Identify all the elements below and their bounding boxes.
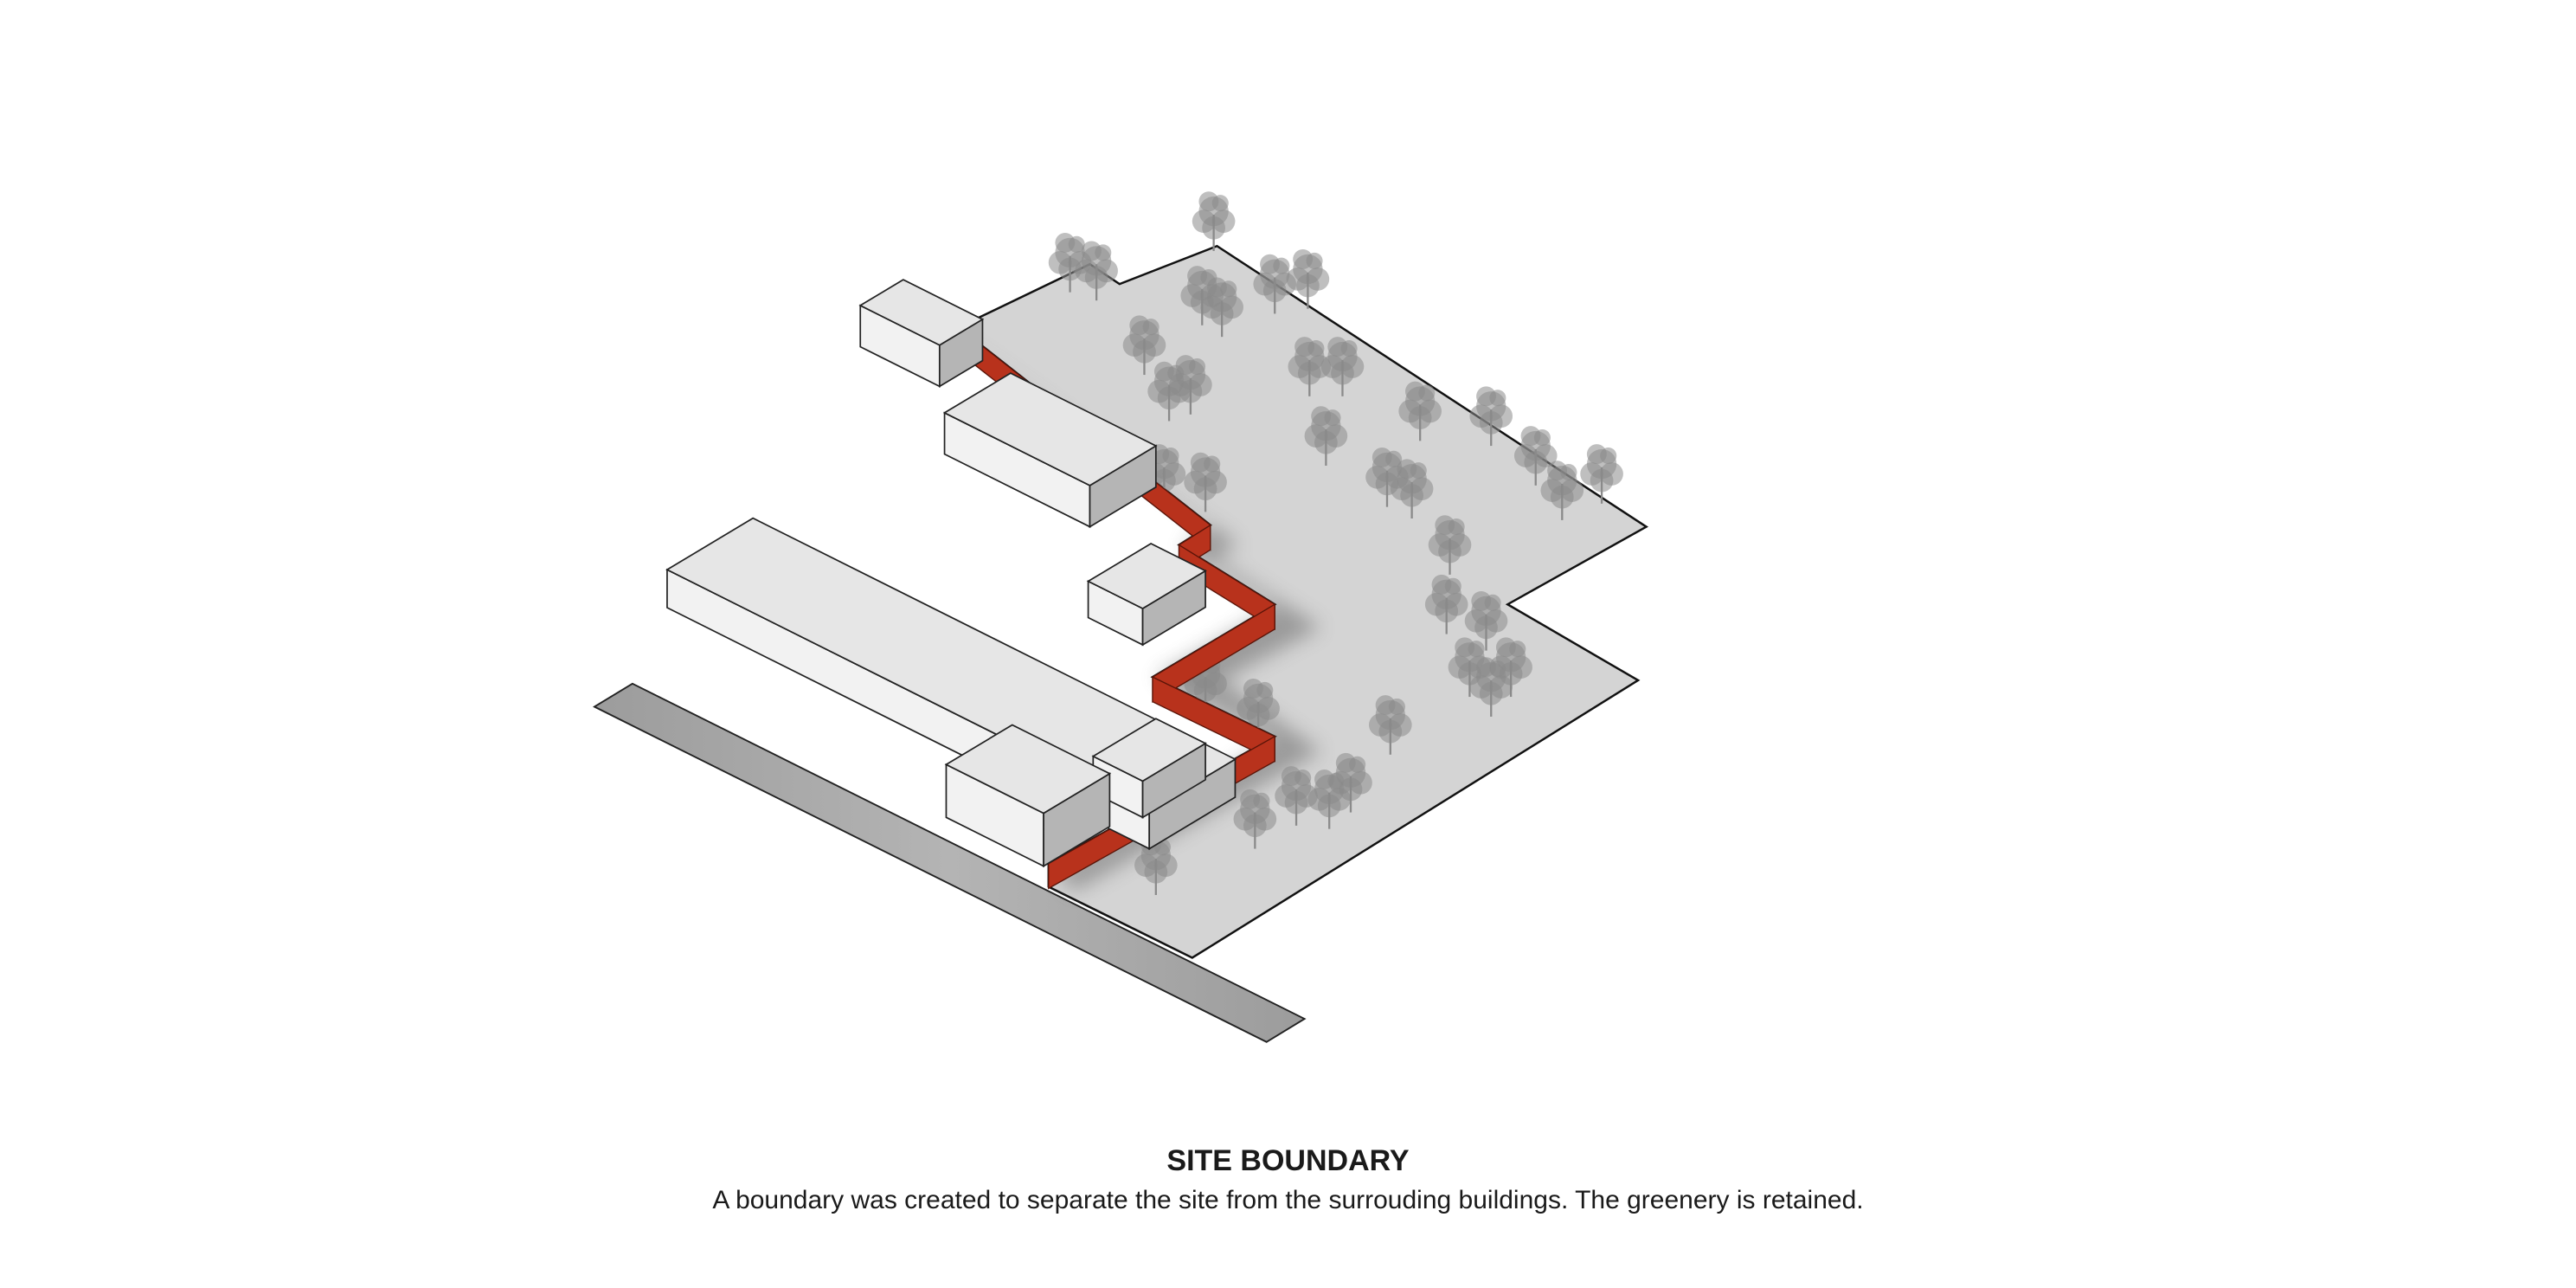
tree-icon <box>1390 459 1434 519</box>
tree-icon <box>1329 752 1372 813</box>
tree-icon <box>1464 590 1508 651</box>
building-roof <box>1091 718 1207 782</box>
tree-icon <box>1469 657 1513 717</box>
tree-icon <box>1192 191 1236 251</box>
building-roof <box>944 724 1112 815</box>
building-roof <box>1086 543 1207 609</box>
tree-icon <box>1304 406 1348 466</box>
tree-icon <box>1369 695 1412 755</box>
building-long-north <box>942 372 1158 529</box>
building-roof <box>665 517 1237 812</box>
building-roof <box>858 279 985 346</box>
tree-icon <box>1253 254 1297 314</box>
tree-icon <box>1184 452 1227 512</box>
tree-icon <box>1365 447 1409 507</box>
tree-icon <box>1075 241 1118 301</box>
trees <box>1035 191 1623 895</box>
tree-icon <box>1286 249 1330 309</box>
tree-icon <box>1428 515 1472 575</box>
tree-icon <box>1122 315 1166 376</box>
tree-icon <box>1424 574 1468 634</box>
tree-icon <box>1237 679 1280 738</box>
tree-icon <box>1320 337 1365 396</box>
tree-icon <box>1513 426 1558 486</box>
road <box>593 682 1307 1043</box>
tree-icon <box>1448 637 1492 698</box>
building-north <box>858 279 985 388</box>
diagram-caption: A boundary was created to separate the s… <box>712 1186 1864 1214</box>
building-small-middle <box>1086 543 1207 647</box>
tree-icon <box>1233 789 1277 849</box>
surrounding-buildings <box>665 279 1237 868</box>
building-south-cube <box>944 724 1112 868</box>
tree-icon <box>1580 444 1623 504</box>
tree-icon <box>1540 460 1584 520</box>
tree-icon <box>1169 355 1212 415</box>
tree-icon <box>1469 386 1513 447</box>
tree-icon <box>1200 277 1243 338</box>
tree-icon <box>1398 381 1442 441</box>
diagram-title: SITE BOUNDARY <box>1166 1144 1410 1177</box>
building-roof <box>942 372 1158 486</box>
